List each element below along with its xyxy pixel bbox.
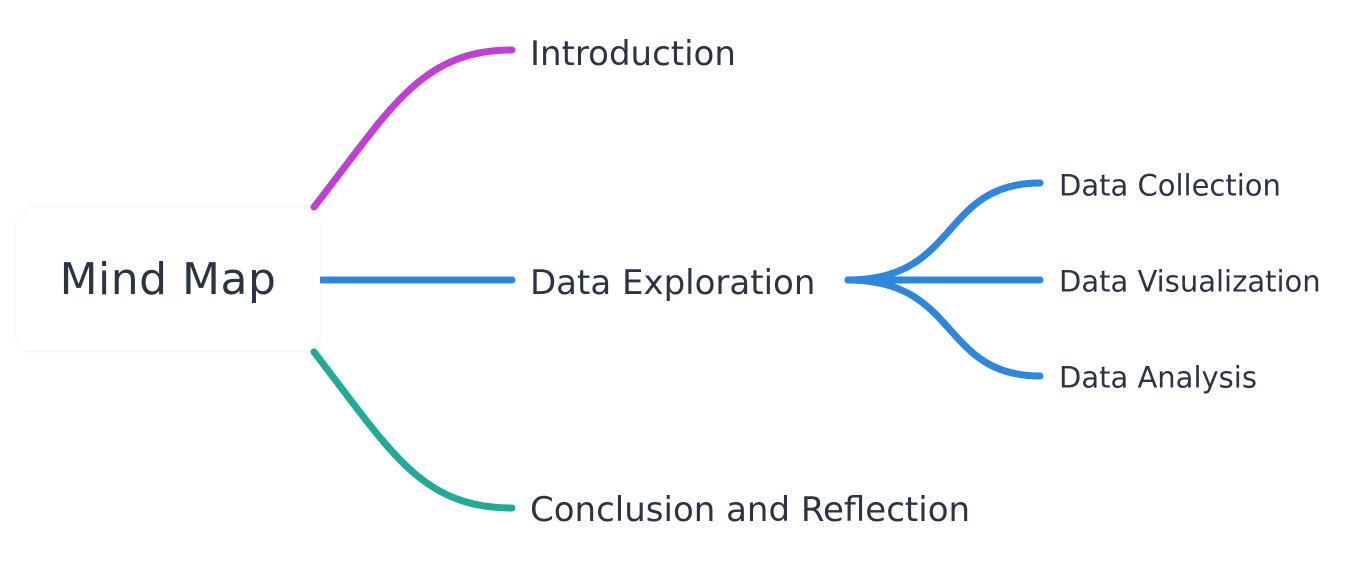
root-node-label: Mind Map xyxy=(59,254,277,305)
node-data-visualization[interactable]: Data Visualization xyxy=(1059,264,1321,299)
edge-data-analysis xyxy=(844,276,1044,380)
edge-data-collection xyxy=(844,179,1044,284)
node-introduction[interactable]: Introduction xyxy=(530,34,736,74)
node-data-analysis[interactable]: Data Analysis xyxy=(1059,360,1257,395)
root-node[interactable]: Mind Map xyxy=(16,208,320,351)
edge-introduction xyxy=(310,46,516,211)
node-conclusion-and-reflection[interactable]: Conclusion and Reflection xyxy=(530,490,971,530)
node-data-collection[interactable]: Data Collection xyxy=(1059,168,1281,203)
node-data-exploration[interactable]: Data Exploration xyxy=(530,263,816,303)
edge-conclusion-and-reflection xyxy=(310,348,516,512)
